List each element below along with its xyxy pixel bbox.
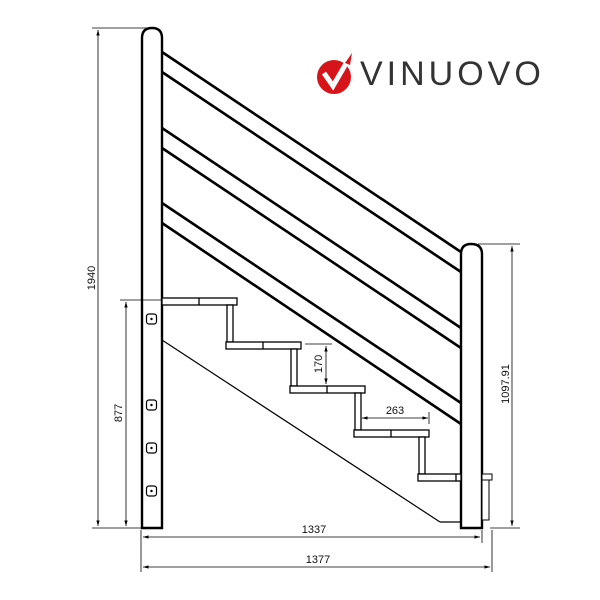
dimension-step-run <box>362 412 430 424</box>
dimension-overall-length <box>143 530 493 572</box>
dim-lower-height-label: 877 <box>113 404 125 422</box>
dimension-inner-length <box>140 530 483 572</box>
dim-step-run-label: 263 <box>386 405 404 417</box>
brand-logo: VINUOVO <box>316 53 545 95</box>
dimension-step-rise <box>305 343 332 384</box>
dim-step-rise-label: 170 <box>313 355 325 373</box>
stringer-line <box>161 339 441 523</box>
bolt-icon <box>145 399 158 411</box>
bolt-icon <box>145 485 158 497</box>
right-post <box>459 242 493 530</box>
dim-inner-length-label: 1337 <box>302 524 326 536</box>
checkmark-circle-icon <box>317 53 354 94</box>
stair-steps <box>161 297 462 482</box>
dimension-lower-height <box>120 299 162 526</box>
handrail-bars <box>161 50 462 426</box>
dim-total-height-label: 1940 <box>86 266 98 290</box>
bolt-icon <box>145 442 158 454</box>
bolt-icon <box>145 313 158 325</box>
dimension-handrail-height <box>478 243 520 529</box>
dim-overall-length-label: 1377 <box>306 554 330 566</box>
left-post <box>140 26 164 530</box>
brand-name: VINUOVO <box>360 55 545 93</box>
dim-handrail-height-label: 1097.91 <box>500 364 512 404</box>
dimension-total-height <box>92 27 148 529</box>
